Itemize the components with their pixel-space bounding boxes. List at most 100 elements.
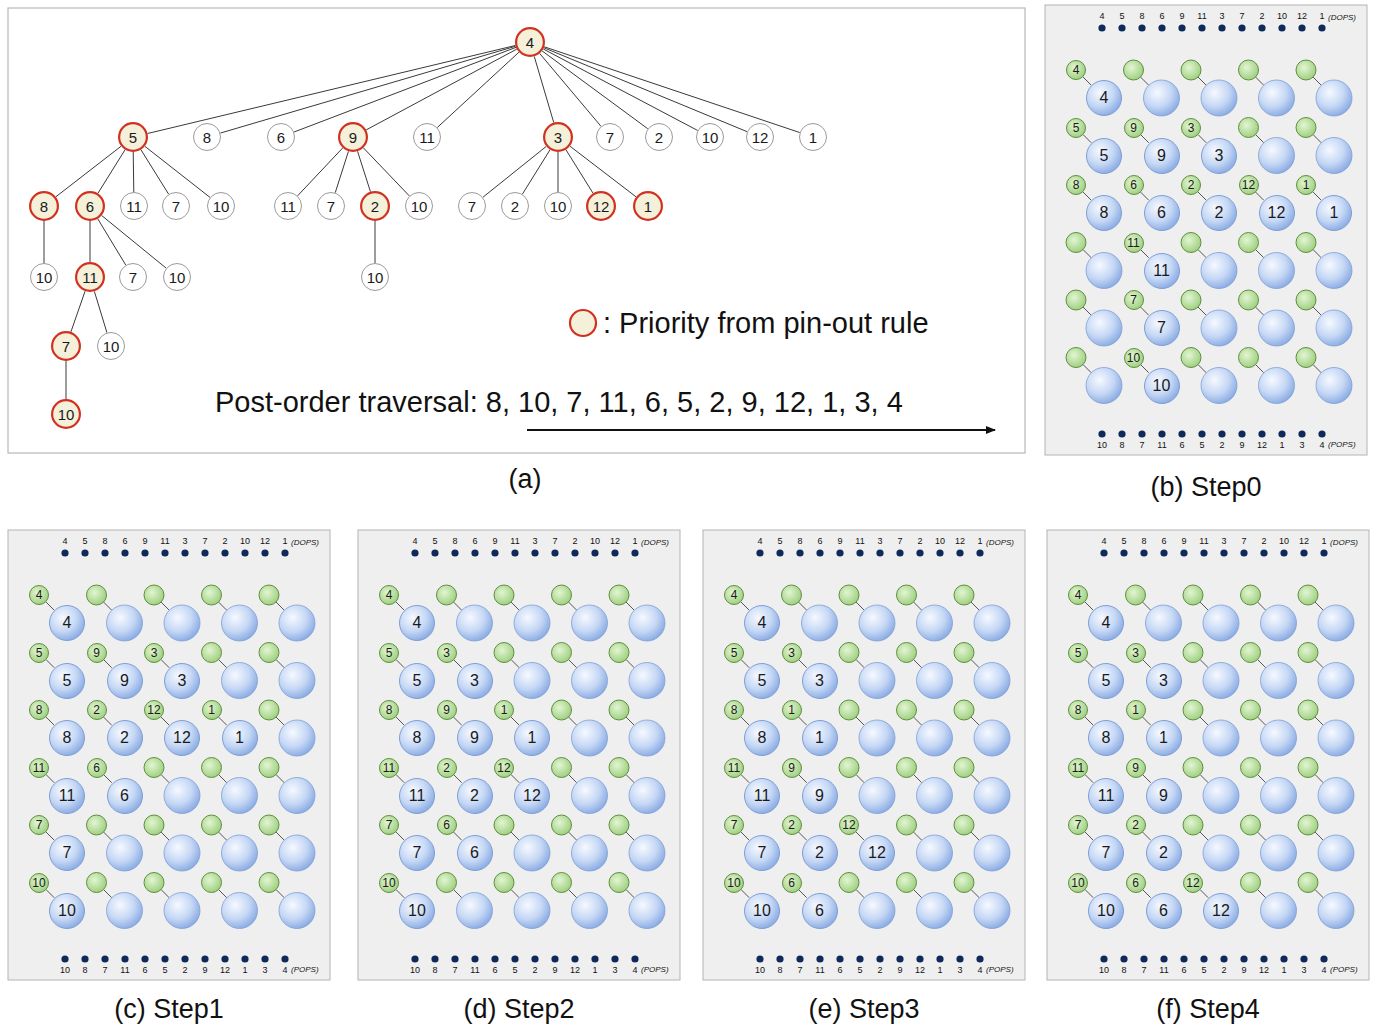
finger-wire: [914, 660, 922, 668]
finger-pad: 4: [724, 585, 744, 605]
node-number: 4: [1075, 589, 1082, 601]
node-circle: [745, 836, 780, 871]
bump-ball: 10: [49, 893, 85, 929]
node-number: 1: [809, 130, 817, 145]
pin-dot: [101, 549, 108, 556]
node-circle: [725, 586, 744, 605]
pin-number: 1: [282, 537, 287, 547]
pin-dot: [1098, 430, 1105, 437]
finger-wire: [856, 775, 864, 783]
node-number: 11: [126, 199, 142, 214]
node-circle: [457, 663, 492, 698]
bump-ball: [457, 893, 493, 929]
bump-ball: 12: [164, 720, 200, 756]
bump-ball: [1316, 253, 1352, 289]
tree-edge: [558, 152, 559, 192]
bump-ball: 2: [1146, 835, 1182, 871]
pin-dot: [1180, 955, 1187, 962]
finger-pad: 12: [494, 758, 514, 778]
finger-wire: [511, 602, 519, 610]
finger-wire: [971, 717, 979, 725]
pin-dot: [916, 549, 923, 556]
tree-edge: [358, 151, 371, 191]
bump-ball: 11: [1144, 253, 1180, 289]
finger-wire: [799, 660, 807, 668]
node-number: 10: [36, 270, 53, 285]
bump-ball: 8: [1088, 720, 1124, 756]
pin-dot: [551, 549, 558, 556]
node-number: 2: [788, 819, 795, 831]
panel-frame: [1047, 530, 1369, 980]
bump-ball: [917, 605, 953, 641]
pin-number: 5: [82, 537, 87, 547]
node-number: 7: [1157, 320, 1166, 336]
node-number: 6: [815, 903, 824, 919]
node-number: 4: [413, 615, 422, 631]
bump-ball: 5: [399, 663, 435, 699]
finger-pad: [144, 758, 164, 778]
node-number: 6: [443, 819, 450, 831]
tree-node: 2: [360, 191, 390, 221]
finger-wire: [219, 832, 227, 840]
finger-pad: [259, 700, 279, 720]
node-number: 10: [169, 270, 186, 285]
pin-number: 5: [512, 966, 517, 976]
pin-dot: [1278, 430, 1285, 437]
node-number: 9: [1130, 122, 1137, 134]
tree-node: 10: [97, 332, 125, 360]
node-number: 7: [606, 130, 614, 145]
node-number: 1: [1132, 704, 1139, 716]
finger-wire: [161, 717, 169, 725]
pin-number: 1: [1281, 966, 1286, 976]
finger-wire: [104, 717, 112, 725]
pin-number: 2: [572, 537, 577, 547]
node-circle: [1144, 196, 1179, 231]
finger-pad: [897, 873, 917, 893]
pin-dot: [1198, 24, 1205, 31]
finger-pad: [144, 815, 164, 835]
bump-ball: 5: [1086, 138, 1122, 174]
finger-pad: [1183, 815, 1203, 835]
node-number: 9: [788, 762, 795, 774]
node-circle: [50, 663, 85, 698]
pin-dot: [1178, 430, 1185, 437]
node-number: 1: [1159, 730, 1168, 746]
node-circle: [406, 193, 433, 220]
bump-ball: [974, 778, 1010, 814]
bump-ball: 9: [802, 778, 838, 814]
node-number: 12: [173, 730, 191, 746]
tree-node: 12: [586, 191, 616, 221]
finger-pad: [259, 873, 279, 893]
bump-ball: [1259, 138, 1295, 174]
finger-wire: [914, 602, 922, 610]
pin-number: 7: [897, 537, 902, 547]
pin-dot: [161, 549, 168, 556]
finger-wire: [626, 660, 634, 668]
finger-wire: [161, 890, 169, 898]
finger-pad: [1066, 233, 1086, 253]
finger-wire: [569, 602, 577, 610]
node-number: 7: [327, 199, 335, 214]
finger-pad: 6: [1126, 873, 1146, 893]
node-number: 1: [235, 730, 244, 746]
finger-pad: 5: [29, 643, 49, 663]
tree-node: 7: [458, 192, 486, 220]
bump-ball: [514, 605, 550, 641]
node-circle: [802, 836, 837, 871]
bump-ball: 11: [399, 778, 435, 814]
tree-node: 9: [338, 122, 368, 152]
pin-number: 10: [410, 966, 420, 976]
finger-pad: 2: [1181, 175, 1201, 195]
node-number: 2: [443, 762, 450, 774]
node-circle: [1146, 778, 1181, 813]
bump-ball: 9: [1146, 778, 1182, 814]
bump-ball: [222, 778, 258, 814]
bump-ball: [1201, 253, 1237, 289]
legend-swatch-circle: [570, 310, 596, 336]
finger-wire: [1085, 602, 1093, 610]
finger-pad: [1239, 60, 1259, 80]
bump-ball: [222, 605, 258, 641]
bump-ball: [1318, 720, 1354, 756]
pin-number: 8: [777, 966, 782, 976]
node-circle: [165, 663, 200, 698]
